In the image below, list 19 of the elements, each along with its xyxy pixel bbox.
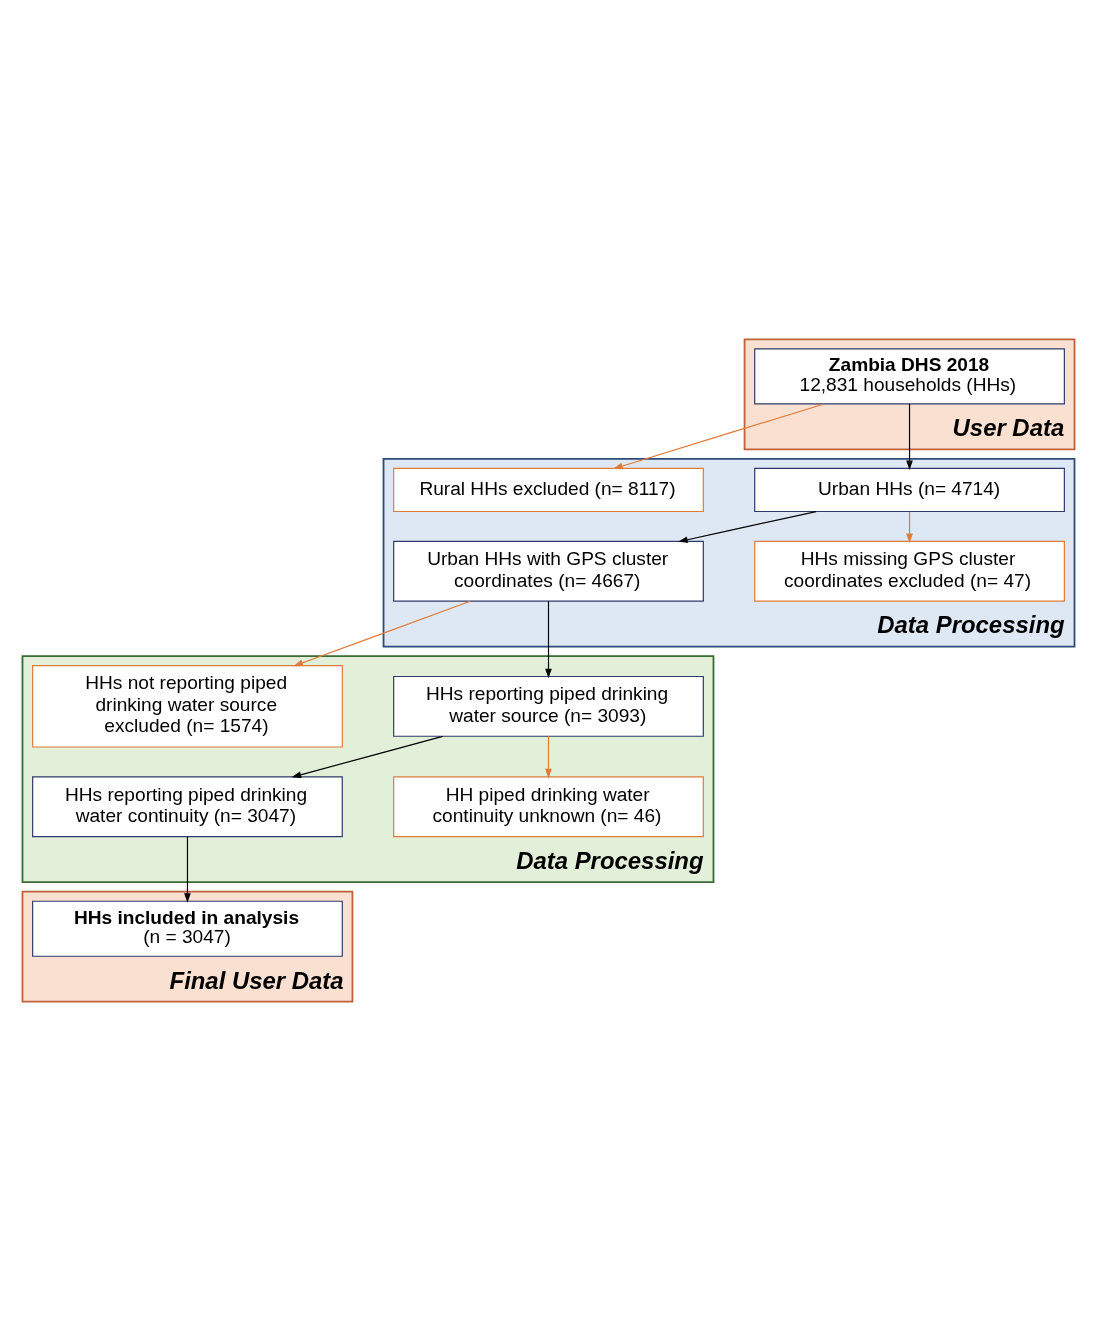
node-box: HHs reporting piped drinking water source (n= 3093): [393, 675, 704, 737]
node-box: HHs not reporting piped drinking water source excluded (n= 1574): [32, 665, 343, 748]
arrow: [613, 403, 825, 470]
arrow: [545, 735, 552, 779]
node-box: HH piped drinking water continuity unknown (n= 46): [393, 776, 704, 838]
node-box: Zambia DHS 2018 12,831 households (HHs): [754, 348, 1065, 405]
arrow: [293, 600, 471, 667]
arrow: [906, 511, 913, 543]
node-box: Urban HHs with GPS cluster coordinates (n= 4667): [393, 540, 704, 602]
node-box: HHs missing GPS cluster coordinates excluded (n= 47): [754, 540, 1065, 602]
node-box: Urban HHs (n= 4714): [754, 467, 1065, 513]
arrow: [678, 511, 817, 543]
arrow: [291, 735, 444, 779]
node-box: HHs included in analysis (n = 3047): [32, 900, 343, 957]
arrow: [906, 403, 913, 470]
node-box: Rural HHs excluded (n= 8117): [393, 467, 704, 513]
node-box: HHs reporting piped drinking water continuity (n= 3047): [32, 776, 343, 838]
arrow: [545, 600, 552, 679]
arrow: [184, 836, 191, 903]
